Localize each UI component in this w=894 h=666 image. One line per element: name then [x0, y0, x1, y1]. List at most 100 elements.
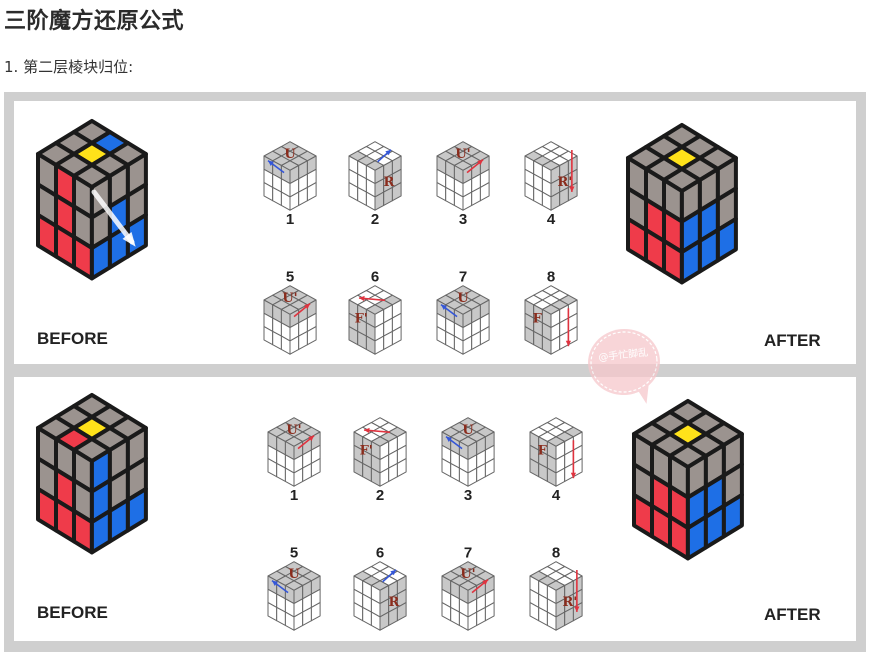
p1-move-8-right-face [550, 299, 578, 355]
panel-1-after-label: AFTER [764, 331, 821, 350]
p1-move-1-number: 1 [286, 211, 294, 228]
p1-move-4-arrowhead [569, 186, 575, 192]
p1-move-2-number: 2 [371, 211, 379, 228]
p1-move-5-arrowhead [304, 303, 311, 310]
p1-move-3: U' 3 [436, 141, 490, 228]
panel-2-after-label: AFTER [764, 605, 821, 624]
p2-move-2-right-face-sticker [396, 458, 407, 478]
p1-move-3-top-face [436, 141, 490, 171]
p2-move-4-number: 4 [552, 487, 561, 504]
p1-move-8-notation: F [533, 312, 543, 327]
p1-move-5-number: 5 [286, 269, 294, 286]
p1-move-2-top-face [348, 141, 402, 171]
p1-move-2-arrowhead [385, 149, 392, 156]
p1-move-7-number: 7 [459, 269, 467, 286]
p2-move-4-notation: F [538, 444, 548, 459]
p2-after-left-face [632, 432, 690, 561]
page-title: 三阶魔方还原公式 [4, 9, 185, 34]
p2-move-1: U'1 [267, 417, 321, 504]
p2-move-direction-arrow [147, 485, 173, 537]
watermark-stamp: @手忙脚乱 [588, 328, 660, 404]
p2-move-7-right-face-sticker [484, 602, 495, 622]
p1-move-8-arrowhead [565, 340, 572, 347]
p1-move-3-right-face [462, 155, 490, 211]
p2-move-6-left-face [353, 575, 381, 631]
p1-before-right-face-sticker [125, 212, 148, 259]
p1-move-4: R' 4 [524, 141, 578, 228]
p2-move-8-right-face [555, 575, 583, 631]
p1-move-5: U' 5 [263, 269, 317, 355]
panel-1-before-cube [36, 118, 148, 281]
p1-move-5-notation: U' [282, 291, 297, 306]
p2-move-7: U'7 [441, 545, 495, 631]
p2-move-2-number: 2 [376, 487, 384, 504]
p2-move-1-right-face [293, 431, 321, 487]
p1-move-7-arrowhead [441, 304, 447, 310]
p2-move-3-right-face [467, 431, 495, 487]
p1-move-4-notation: R' [558, 175, 573, 190]
panel-2-after-cube [632, 398, 744, 561]
panel-2-before-cube [36, 392, 173, 555]
p2-move-7-notation: U' [460, 567, 475, 582]
p1-before-right-face [89, 152, 148, 281]
p2-move-3-left-face [441, 431, 469, 487]
p1-move-direction-arrow [91, 189, 135, 245]
p1-move-7-notation: U [457, 291, 469, 306]
p2-before-top-face [36, 392, 148, 464]
p2-move-1-right-face-sticker [310, 458, 321, 478]
p1-move-6-notation: F' [355, 312, 368, 327]
p1-move-7-right-face-sticker [479, 326, 490, 346]
p2-move-5: U5 [267, 545, 321, 631]
p1-move-4-number: 4 [547, 211, 556, 228]
p2-move-3-notation: U [462, 423, 474, 438]
p1-move-3-number: 3 [459, 211, 467, 228]
p2-move-3: U3 [441, 417, 495, 504]
p1-move-6-right-face [374, 299, 402, 355]
p2-move-3-right-face-sticker [484, 458, 495, 478]
p2-move-6-right-face-sticker [396, 602, 407, 622]
p1-move-5-left-face [263, 299, 291, 355]
p2-move-7-left-face [441, 575, 469, 631]
p2-move-7-arrowhead [482, 579, 489, 586]
p2-move-6-right-face [379, 575, 407, 631]
p1-move-8-number: 8 [547, 269, 555, 286]
p2-move-2-right-face [379, 431, 407, 487]
p2-move-1-notation: U' [286, 423, 301, 438]
step-title: 1. 第二层棱块归位: [4, 58, 134, 76]
panel-2-before-label: BEFORE [37, 603, 108, 622]
p1-move-1-right-face-sticker [306, 182, 317, 202]
p1-move-6-arrowhead [359, 295, 365, 302]
p2-move-5-notation: U [288, 567, 300, 582]
p2-after-right-face-sticker [721, 492, 744, 539]
p1-move-2: R2 [348, 141, 402, 228]
panel-1-after-cube [626, 122, 738, 285]
p2-move-2-arrowhead [364, 427, 370, 434]
p2-move-2: F'2 [353, 417, 407, 504]
p1-move-4-left-face [524, 155, 552, 211]
p2-move-6-notation: R [388, 595, 399, 610]
p2-move-5-arrowhead [272, 580, 278, 586]
p1-move-7: U7 [436, 269, 490, 355]
p2-move-6-number: 6 [376, 545, 384, 562]
p1-move-1-arrowhead [268, 160, 274, 166]
p2-move-4: F4 [529, 417, 583, 504]
p2-before-right-face [89, 426, 148, 555]
p1-move-5-right-face-sticker [306, 326, 317, 346]
p2-move-1-left-face [267, 431, 295, 487]
p1-move-3-arrowhead [477, 159, 484, 166]
p1-after-right-face [679, 156, 738, 285]
p2-move-3-arrowhead [446, 436, 452, 442]
p2-before-right-face-sticker [125, 486, 148, 533]
p2-move-7-right-face [467, 575, 495, 631]
p2-move-6: R6 [353, 545, 407, 631]
p2-move-5-number: 5 [290, 545, 298, 562]
p2-move-2-left-face [353, 431, 381, 487]
p2-move-3-number: 3 [464, 487, 472, 504]
p1-move-3-notation: U' [455, 147, 470, 162]
p1-move-1-right-face [289, 155, 317, 211]
p2-move-4-left-face [529, 431, 557, 487]
p2-move-4-arrowhead [570, 472, 577, 479]
panel-1-before-label: BEFORE [37, 329, 108, 348]
